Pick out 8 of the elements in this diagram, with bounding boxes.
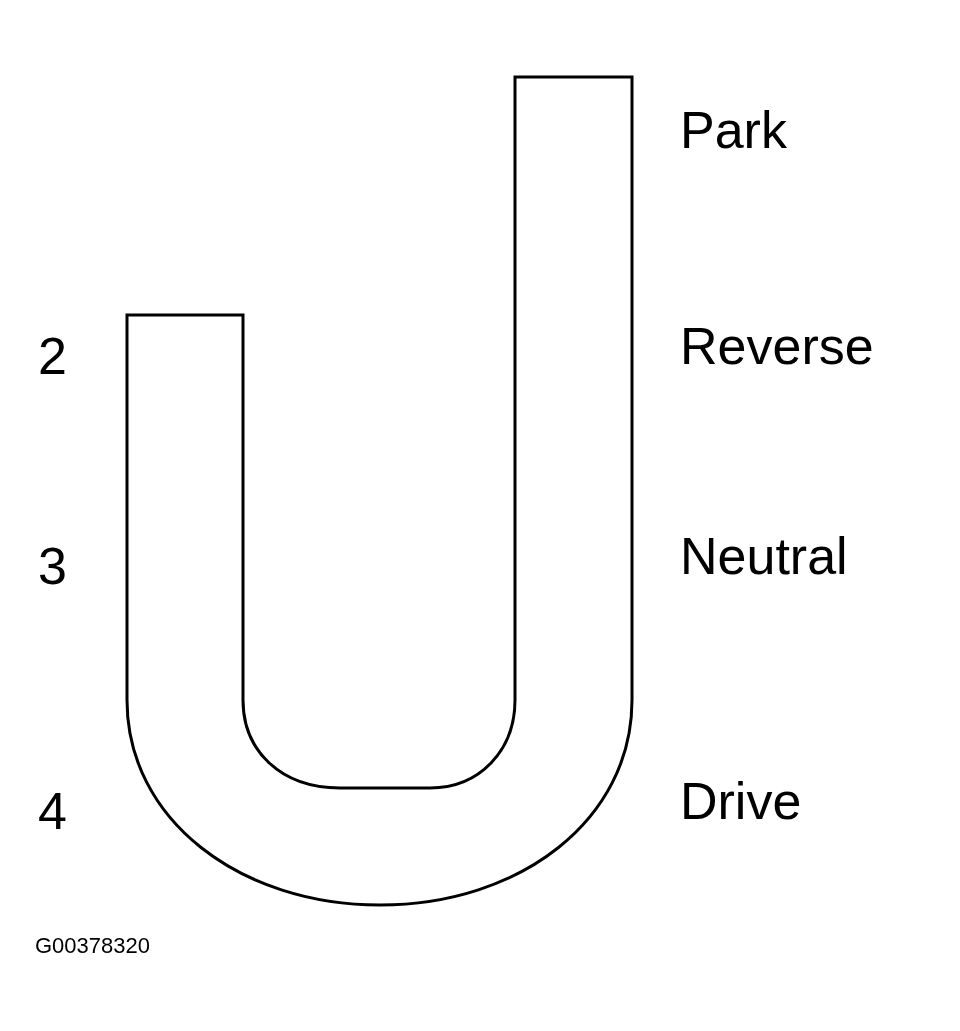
position-label: 4 <box>38 785 67 837</box>
position-label: Reverse <box>680 320 874 372</box>
position-label: Drive <box>680 775 802 827</box>
position-label: 3 <box>38 540 67 592</box>
figure-code: G00378320 <box>35 935 150 957</box>
position-label: Park <box>680 104 787 156</box>
position-label: Neutral <box>680 530 848 582</box>
position-label: 2 <box>38 330 67 382</box>
